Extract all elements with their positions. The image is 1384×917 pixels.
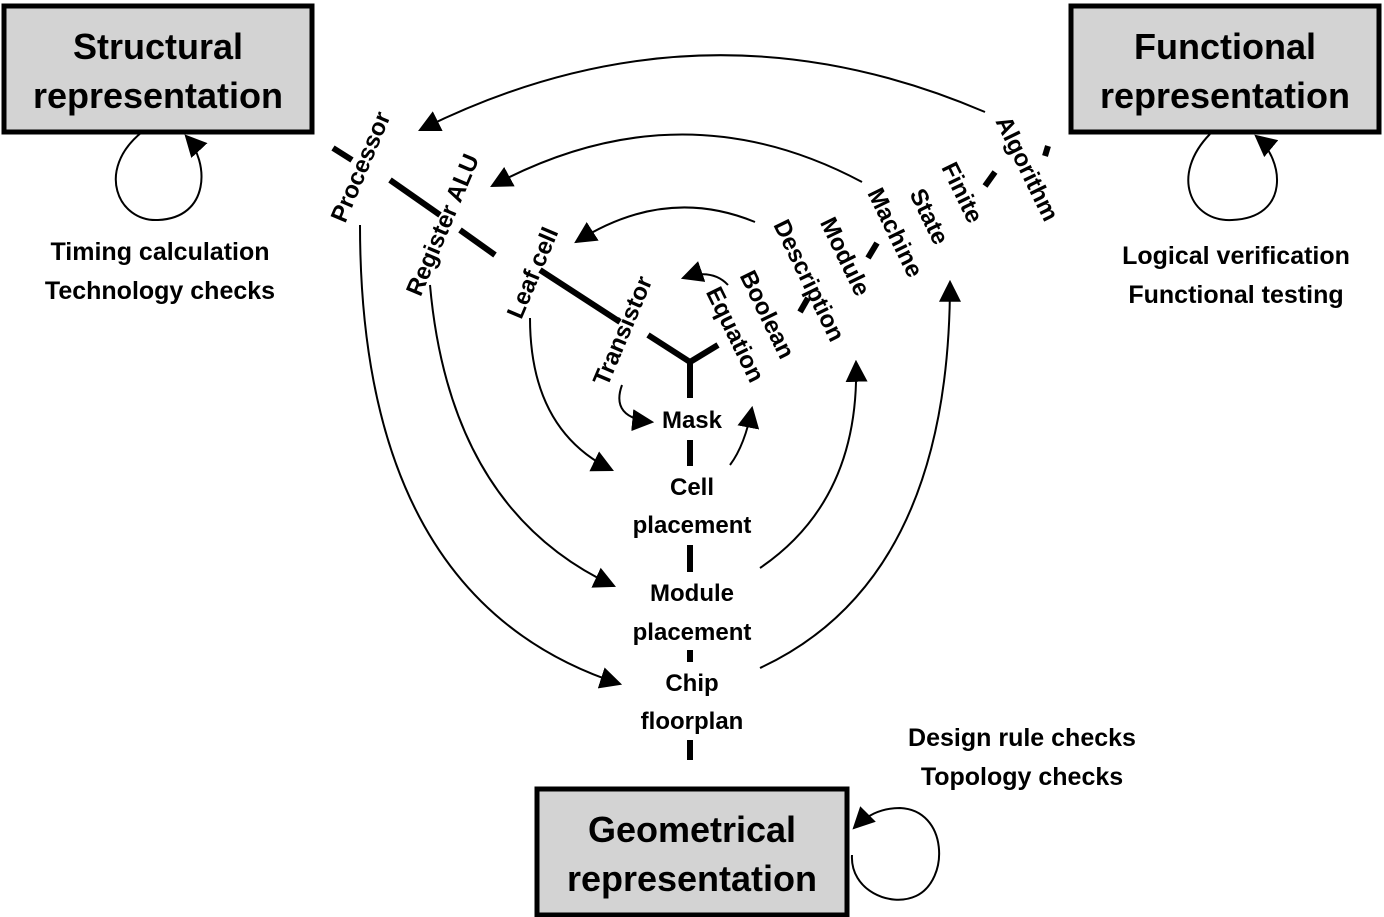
loop-structural [114, 131, 208, 222]
functional-box-line2: representation [1100, 75, 1350, 116]
structural-box-line2: representation [33, 75, 283, 116]
functional-axis-line [688, 145, 1051, 365]
arc-chip-floorplan-to-fsm [759, 279, 961, 669]
note-functional-testing: Functional testing [1128, 281, 1343, 309]
label-cell: Cell [670, 474, 714, 501]
structural-axis-line [331, 145, 692, 365]
arc-processor-to-chip-floorplan [359, 224, 623, 689]
functional-representation-box: Functional representation [1068, 3, 1382, 135]
label-processor: Processor [326, 108, 397, 227]
arc-module-to-leaf-cell [574, 206, 756, 244]
loop-functional [1187, 133, 1279, 222]
arc-register-alu-to-module-placement [429, 284, 616, 588]
arc-boolean-to-transistor [680, 261, 729, 286]
label-leaf-cell: Leaf cell [502, 224, 564, 323]
arc-transistor-to-mask [618, 384, 655, 432]
label-chip: Chip [665, 670, 718, 697]
label-transistor: Transistor [588, 272, 658, 389]
label-mask: Mask [662, 407, 723, 434]
arc-module-placement-to-module-description [759, 359, 868, 569]
arc-algorithm-to-processor [418, 54, 986, 131]
loop-geometrical [850, 806, 941, 901]
arc-leaf-cell-to-cell-placement [529, 317, 614, 472]
functional-box-line1: Functional [1134, 26, 1316, 67]
label-floorplan: floorplan [641, 708, 744, 735]
geometrical-representation-box: Geometrical representation [534, 786, 850, 917]
arc-fsm-to-register-alu [490, 133, 863, 188]
note-topology-checks: Topology checks [921, 763, 1123, 791]
structural-box-line1: Structural [73, 26, 243, 67]
label-algorithm: Algorithm [990, 112, 1064, 226]
label-register-alu: Register ALU [401, 150, 485, 300]
geometrical-box-line2: representation [567, 858, 817, 899]
label-module-placement: placement [633, 619, 752, 646]
label-module-geo: Module [650, 580, 734, 607]
geometrical-box-line1: Geometrical [588, 809, 796, 850]
note-technology-checks: Technology checks [45, 277, 275, 305]
note-logical-verification: Logical verification [1122, 242, 1350, 270]
structural-representation-box: Structural representation [1, 3, 315, 135]
arc-cell-placement-to-boolean [729, 405, 760, 466]
note-design-rule-checks: Design rule checks [908, 724, 1136, 752]
label-cell-placement: placement [633, 512, 752, 539]
note-timing-calculation: Timing calculation [50, 238, 269, 266]
